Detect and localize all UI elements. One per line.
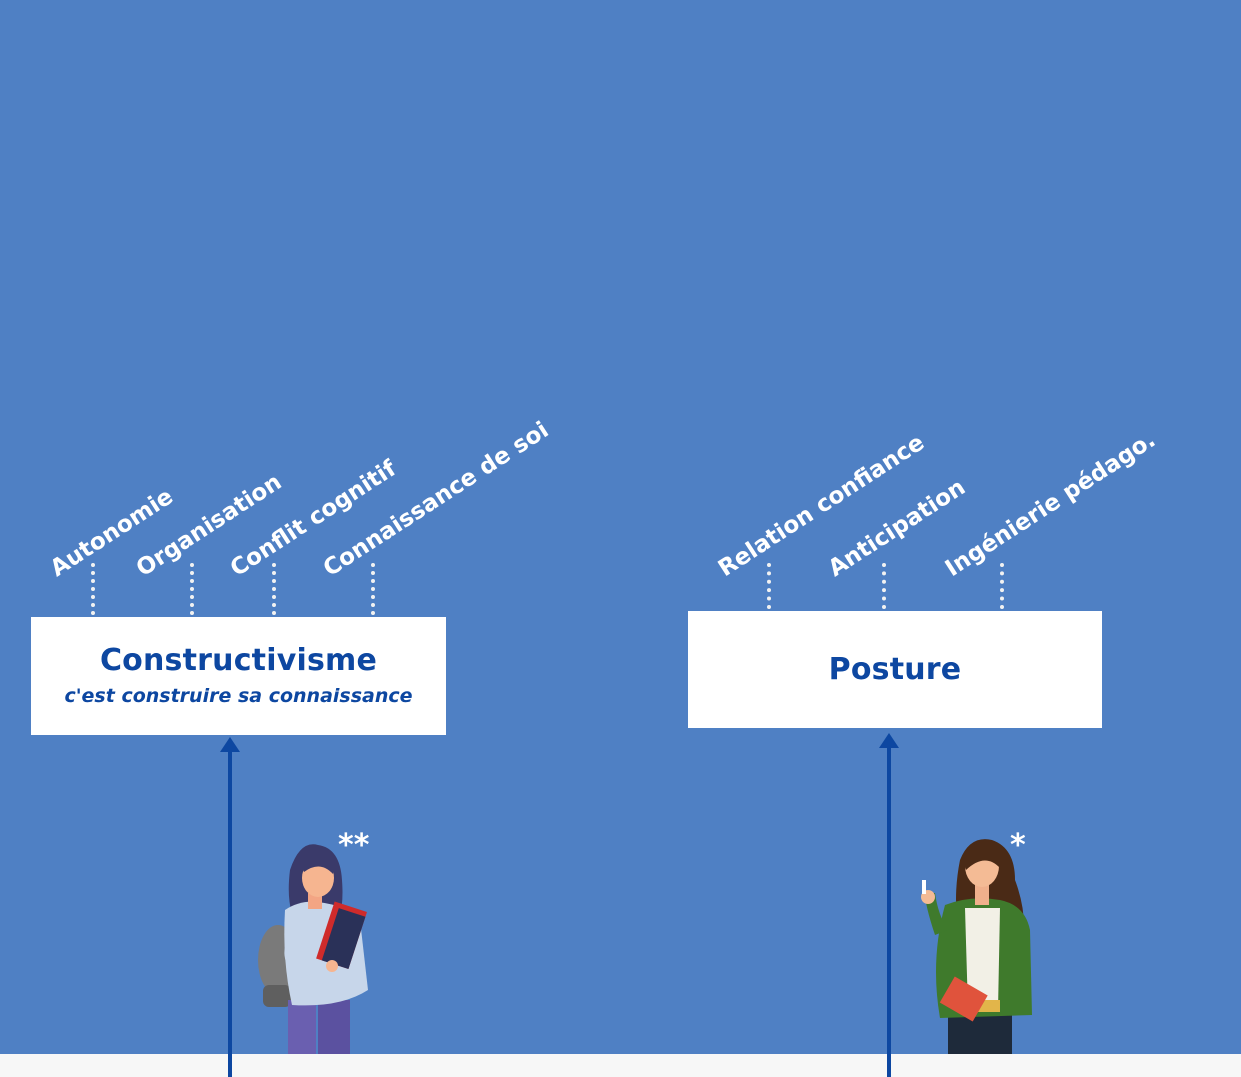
bottom-band (0, 1054, 1241, 1077)
concept-title: Constructivisme (99, 643, 378, 678)
concept-box-posture: Posture (688, 611, 1102, 728)
concept-box-constructivisme: Constructivisme c'est construire sa conn… (31, 617, 446, 735)
concept-title: Posture (828, 651, 962, 687)
concept-subtitle: c'est construire sa connaissance (64, 685, 413, 707)
arrow-to-posture (879, 733, 899, 1077)
branch-connector (91, 563, 95, 615)
branch-connector (371, 563, 375, 615)
teacher-marker: * (1010, 828, 1026, 863)
arrow-to-constructivisme (220, 737, 240, 1077)
teacher-illustration (921, 839, 1032, 1054)
branch-connector (882, 563, 886, 609)
branch-connector (272, 563, 276, 615)
student-marker: ** (338, 828, 370, 863)
student-illustration (258, 844, 368, 1056)
branch-connector (1000, 563, 1004, 609)
branch-connector (767, 563, 771, 609)
branch-connector (190, 563, 194, 615)
